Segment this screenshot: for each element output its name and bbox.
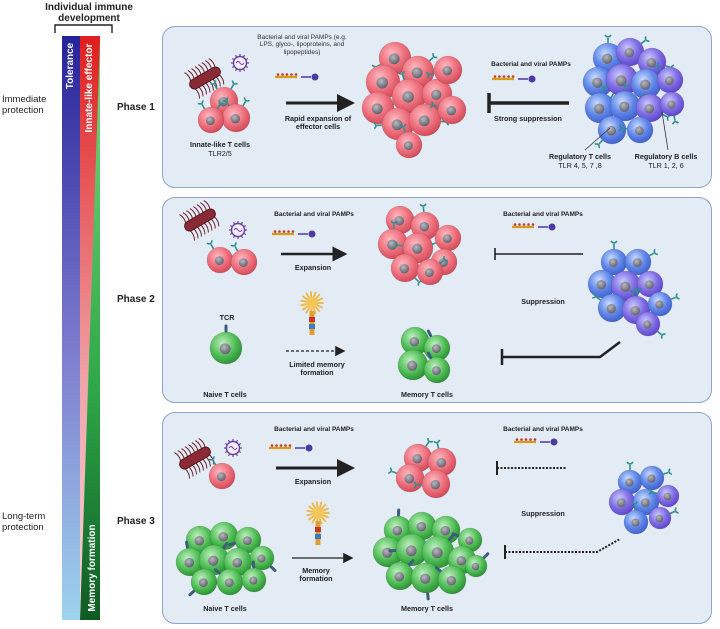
phase3-label: Phase 3 xyxy=(117,516,155,527)
innate-effector-label: Innate-like effector xyxy=(84,43,95,133)
p1-suppression-bar xyxy=(487,93,569,113)
p2-suppression-bar-bottom xyxy=(500,341,621,365)
p2-memory-cells-label: Memory T cells xyxy=(401,390,453,399)
p2-virus-icon xyxy=(229,221,247,239)
p3-effector-cluster xyxy=(388,438,457,499)
header-bracket xyxy=(54,24,113,33)
p2-bacterium-icon xyxy=(179,200,220,241)
p1-regulatory-cluster xyxy=(582,34,685,151)
diagram-header: Individual immune development xyxy=(45,2,133,25)
p3-naive-cluster xyxy=(175,521,277,597)
p3-pamps-right-icon xyxy=(514,438,558,446)
p1-expansion-label: Rapid expansion of effector cells xyxy=(284,114,352,132)
memory-formation-label: Memory formation xyxy=(87,524,98,612)
p3-suppression-label: Suppression xyxy=(521,509,565,518)
p1-suppression-label: Strong suppression xyxy=(494,114,562,123)
p1-innate-cells-label: Innate-like T cells xyxy=(190,140,250,149)
p1-pamps-icon xyxy=(275,73,319,81)
p2-innate-cells xyxy=(206,240,258,276)
p2-apc-icon xyxy=(300,291,324,335)
p2-pamps-right-icon xyxy=(512,223,556,231)
p3-pamps-right: Bacterial and viral PAMPs xyxy=(503,426,583,433)
p1-effector-cluster xyxy=(361,41,467,159)
tolerance-label: Tolerance xyxy=(65,42,76,90)
breg-tlr-label: TLR 1, 2, 6 xyxy=(648,161,684,170)
p3-pamps-left: Bacterial and viral PAMPs xyxy=(274,426,354,433)
p3-regulatory-cluster xyxy=(608,461,680,535)
p2-memory-arrow-label: Limited memory formation xyxy=(289,360,345,378)
p2-regulatory-cluster xyxy=(587,240,680,339)
p2-pamps-left: Bacterial and viral PAMPs xyxy=(274,211,354,218)
p2-pamps-icon xyxy=(272,230,316,238)
treg-tlr-label: TLR 4, 5, 7 ,8 xyxy=(558,161,602,170)
immediate-protection-label: Immediate protection xyxy=(2,94,47,116)
p1-pamps-detail: Bacterial and viral PAMPs (e.g. LPS, gly… xyxy=(257,34,347,56)
p3-innate-cell xyxy=(208,456,236,490)
p3-bacterium-icon xyxy=(174,438,215,479)
tolerance-bar xyxy=(62,36,80,620)
p1-innate-cells xyxy=(197,80,251,134)
p1-virus-icon xyxy=(231,54,249,72)
p3-memory-cells-label: Memory T cells xyxy=(401,604,453,613)
phase1-label: Phase 1 xyxy=(117,102,155,113)
p2-pamps-right: Bacterial and viral PAMPs xyxy=(503,211,583,218)
treg-label: Regulatory T cells xyxy=(549,152,611,161)
p3-virus-icon xyxy=(224,439,242,457)
p2-naive-label: Naive T cells xyxy=(203,390,247,399)
p2-memory-cluster xyxy=(397,326,451,384)
memory-formation-bar xyxy=(80,40,100,620)
p3-memory-arrow-label: Memory formation xyxy=(299,566,333,584)
p2-effector-cluster xyxy=(377,203,462,286)
p1-tlr-innate: TLR2/5 xyxy=(208,149,232,158)
p1-pamps-right: Bacterial and viral PAMPs xyxy=(491,61,571,68)
p2-suppression-label: Suppression xyxy=(521,297,565,306)
breg-label: Regulatory B cells xyxy=(634,152,698,161)
p3-pamps-icon xyxy=(269,444,313,452)
phase2-label: Phase 2 xyxy=(117,294,155,305)
development-bars xyxy=(54,24,113,620)
p3-expansion-label: Expansion xyxy=(294,477,332,486)
p3-memory-cluster xyxy=(372,508,490,601)
p2-expansion-label: Expansion xyxy=(294,263,332,272)
p3-suppression-bar-top xyxy=(496,461,567,475)
p2-naive-cell xyxy=(209,324,243,365)
p3-naive-label: Naive T cells xyxy=(203,604,247,613)
long-term-protection-label: Long-term protection xyxy=(2,511,46,533)
p1-pamps-right-icon xyxy=(492,75,536,83)
p3-apc-icon xyxy=(306,501,330,545)
innate-effector-bar xyxy=(80,36,100,610)
p2-suppression-bar-top xyxy=(494,248,583,260)
tcr-label: TCR xyxy=(219,313,235,322)
p3-suppression-bar-bottom xyxy=(504,538,621,559)
arrows xyxy=(276,93,621,564)
